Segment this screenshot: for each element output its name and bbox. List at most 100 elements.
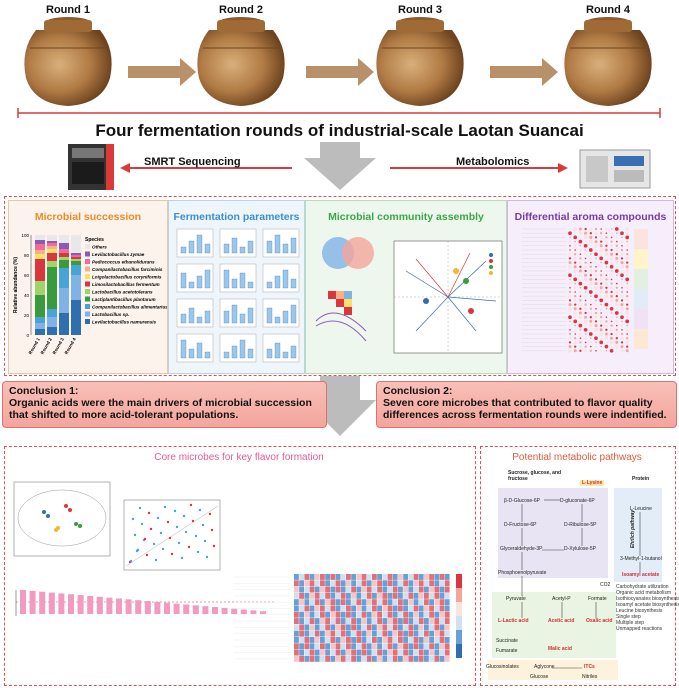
aroma-dot <box>620 231 624 236</box>
variable-dot <box>198 508 202 512</box>
aroma-dot <box>621 329 623 331</box>
aroma-dot <box>621 270 623 272</box>
heatmap-cell <box>429 618 434 624</box>
heatmap-cell <box>372 599 377 606</box>
heatmap-cell <box>377 592 382 599</box>
aroma-dot <box>620 324 624 327</box>
heatmap-cell <box>325 605 330 612</box>
pyruvate-node: Pyruvate <box>506 596 526 602</box>
correlation-heatmap <box>234 574 462 662</box>
aroma-dot <box>594 327 598 332</box>
boxplot-box <box>266 307 273 324</box>
heatmap-cell <box>366 624 372 631</box>
vip-bar <box>68 594 74 614</box>
aroma-dot <box>600 265 603 268</box>
variable-dot <box>208 512 212 516</box>
aroma-dot <box>599 277 603 281</box>
heatmap-cell <box>314 580 320 587</box>
heatmap-cell <box>361 624 367 631</box>
aroma-dot <box>605 311 608 315</box>
aroma-dot <box>573 227 578 231</box>
methods-row <box>68 142 651 190</box>
aroma-dot <box>579 349 582 352</box>
heatmap-cell <box>309 618 315 624</box>
heatmap-cell <box>372 574 377 580</box>
heatmap-cell <box>361 586 367 593</box>
variable-dot <box>201 523 205 527</box>
heatmap-cell <box>340 611 346 618</box>
variable-dot <box>133 533 137 537</box>
heatmap-cell <box>320 599 325 606</box>
venn-diagram <box>322 237 374 269</box>
aroma-dot <box>574 345 577 348</box>
aroma-dot <box>600 253 602 255</box>
boxplot-box <box>274 342 281 359</box>
aroma-dot <box>600 228 602 230</box>
heatmap-cell <box>304 611 310 618</box>
glyceraldehyde-node: Glyceraldehyde-3P <box>500 546 543 552</box>
variable-dot <box>191 519 195 523</box>
vip-bar <box>221 607 228 614</box>
aroma-dot <box>620 282 624 285</box>
aroma-dot <box>620 341 624 344</box>
heatmap-cell <box>351 574 356 580</box>
heatmap-cell <box>377 611 382 618</box>
heatmap-cell <box>382 599 388 606</box>
heatmap-cell <box>424 586 429 593</box>
heatmap-cell <box>392 580 398 587</box>
stacked-bar-segment <box>35 317 45 323</box>
heatmap-cell <box>366 649 372 656</box>
legend-item: Multiple step <box>616 620 645 626</box>
conclusion-2-line2: differences across fermentation rounds w… <box>383 409 667 421</box>
heatmap-cell <box>398 618 403 624</box>
aroma-dot <box>621 312 623 314</box>
boxplot-box <box>204 269 211 289</box>
variable-dot <box>187 545 191 549</box>
boxplot-box <box>290 237 297 254</box>
aroma-dot <box>579 248 582 252</box>
stacked-bar-segment <box>47 309 57 317</box>
aroma-dot <box>569 270 571 272</box>
aroma-dot <box>616 350 618 352</box>
heatmap-cell <box>309 630 315 637</box>
legend-swatch <box>85 251 90 257</box>
heatmap-cell <box>335 586 341 593</box>
legend-swatch <box>85 296 90 302</box>
heatmap-cell <box>439 649 445 656</box>
aroma-dot <box>626 324 628 327</box>
heatmap-cell <box>418 592 424 599</box>
aroma-dot <box>589 316 592 319</box>
heatmap-cell <box>424 605 429 612</box>
heatmap-cell <box>403 643 408 650</box>
aroma-dot <box>588 239 593 244</box>
heatmap-cell <box>294 605 299 612</box>
aroma-dot <box>625 265 629 269</box>
heatmap-cell <box>444 574 450 580</box>
heatmap-cell <box>444 630 450 637</box>
aroma-dot <box>626 244 629 247</box>
heatmap-cell <box>387 649 393 656</box>
heatmap-cell <box>309 605 315 612</box>
aroma-dot <box>588 332 593 336</box>
aroma-dot <box>589 307 592 310</box>
aroma-dot <box>590 337 592 339</box>
heatmap-cell <box>408 574 414 580</box>
aroma-dot <box>615 295 618 298</box>
vip-bar <box>154 601 161 614</box>
stacked-bar-segment <box>71 300 81 335</box>
aroma-dot <box>599 248 604 252</box>
variable-dot <box>210 528 214 532</box>
heatmap-cell <box>372 592 377 599</box>
heatmap-cell <box>361 599 367 606</box>
heatmap-cell <box>335 592 341 599</box>
heatmap-cell <box>299 649 304 656</box>
legend-label: Lactiplantibacillus plantarum <box>92 297 156 302</box>
aroma-dot <box>573 256 577 260</box>
aroma-dot <box>625 349 629 353</box>
aroma-dot <box>605 316 608 318</box>
heatmap-cell <box>335 655 341 662</box>
round-4-label: Round 4 <box>586 4 630 16</box>
legend-item: Isoamyl acetate biosynthesis <box>616 602 679 608</box>
heatmap-cell <box>314 592 320 599</box>
vip-bar <box>29 590 36 614</box>
